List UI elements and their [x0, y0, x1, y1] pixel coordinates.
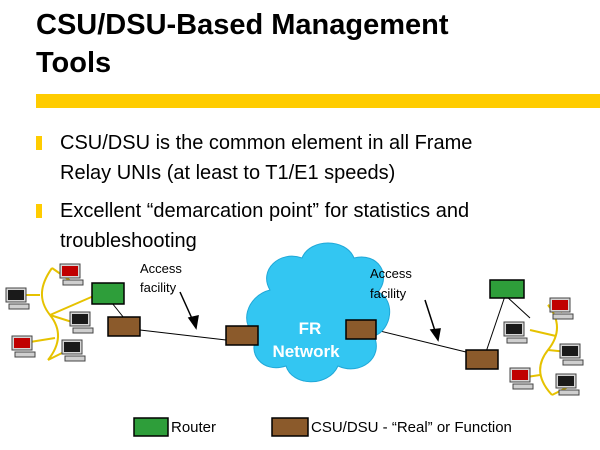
right-pc-1: [503, 321, 528, 344]
title-underline-bar: [36, 94, 600, 108]
title-line-1: CSU/DSU-Based Management: [36, 9, 449, 41]
right-pc-red-top: [549, 297, 574, 320]
legend-csu-swatch: [271, 417, 309, 437]
left-pc-3: [61, 339, 86, 362]
cloud-label-line-2: Network: [272, 342, 340, 361]
legend-router-label: Router: [171, 419, 216, 436]
bullet-list: CSU/DSU is the common element in all Fra…: [36, 128, 576, 264]
right-router: [489, 279, 525, 299]
right-pc-2: [559, 343, 584, 366]
access-facility-arrows: [179, 291, 441, 342]
left-pc-2: [69, 311, 94, 334]
left-pc-red-top: [59, 263, 84, 286]
bullet-item: CSU/DSU is the common element in all Fra…: [36, 128, 576, 188]
bullet-1-line-1: CSU/DSU is the common element in all Fra…: [60, 132, 473, 154]
bullet-2-line-1: Excellent “demarcation point” for statis…: [60, 200, 470, 222]
left-access-label-line-1: Access: [140, 261, 182, 276]
bullet-marker-icon: [36, 136, 42, 150]
right-access-label-line-2: facility: [370, 286, 407, 301]
bullet-marker-icon: [36, 204, 42, 218]
right-csu-dsu-1: [345, 319, 377, 340]
slide-title: CSU/DSU-Based Management Tools: [36, 6, 576, 82]
left-csu-dsu-2: [225, 325, 259, 346]
left-router: [91, 282, 125, 305]
bullet-2-line-2: troubleshooting: [60, 230, 197, 252]
left-pc-red-bottom: [11, 335, 36, 358]
bullet-1-line-2: Relay UNIs (at least to T1/E1 speeds): [60, 162, 396, 184]
left-access-label-line-2: facility: [140, 280, 177, 295]
left-pc-1: [5, 287, 30, 310]
cloud-label-line-1: FR: [299, 319, 322, 338]
right-pc-red-bottom: [509, 367, 534, 390]
right-access-label-line-1: Access: [370, 266, 412, 281]
fr-network-cloud: FR Network: [246, 242, 391, 383]
right-csu-dsu-2: [465, 349, 499, 370]
title-line-2: Tools: [36, 47, 112, 79]
right-pc-3: [555, 373, 580, 396]
legend-router-swatch: [133, 417, 169, 437]
legend-csu-label: CSU/DSU - “Real” or Function: [311, 419, 512, 436]
left-csu-dsu-1: [107, 316, 141, 337]
bullet-item: Excellent “demarcation point” for statis…: [36, 196, 576, 256]
